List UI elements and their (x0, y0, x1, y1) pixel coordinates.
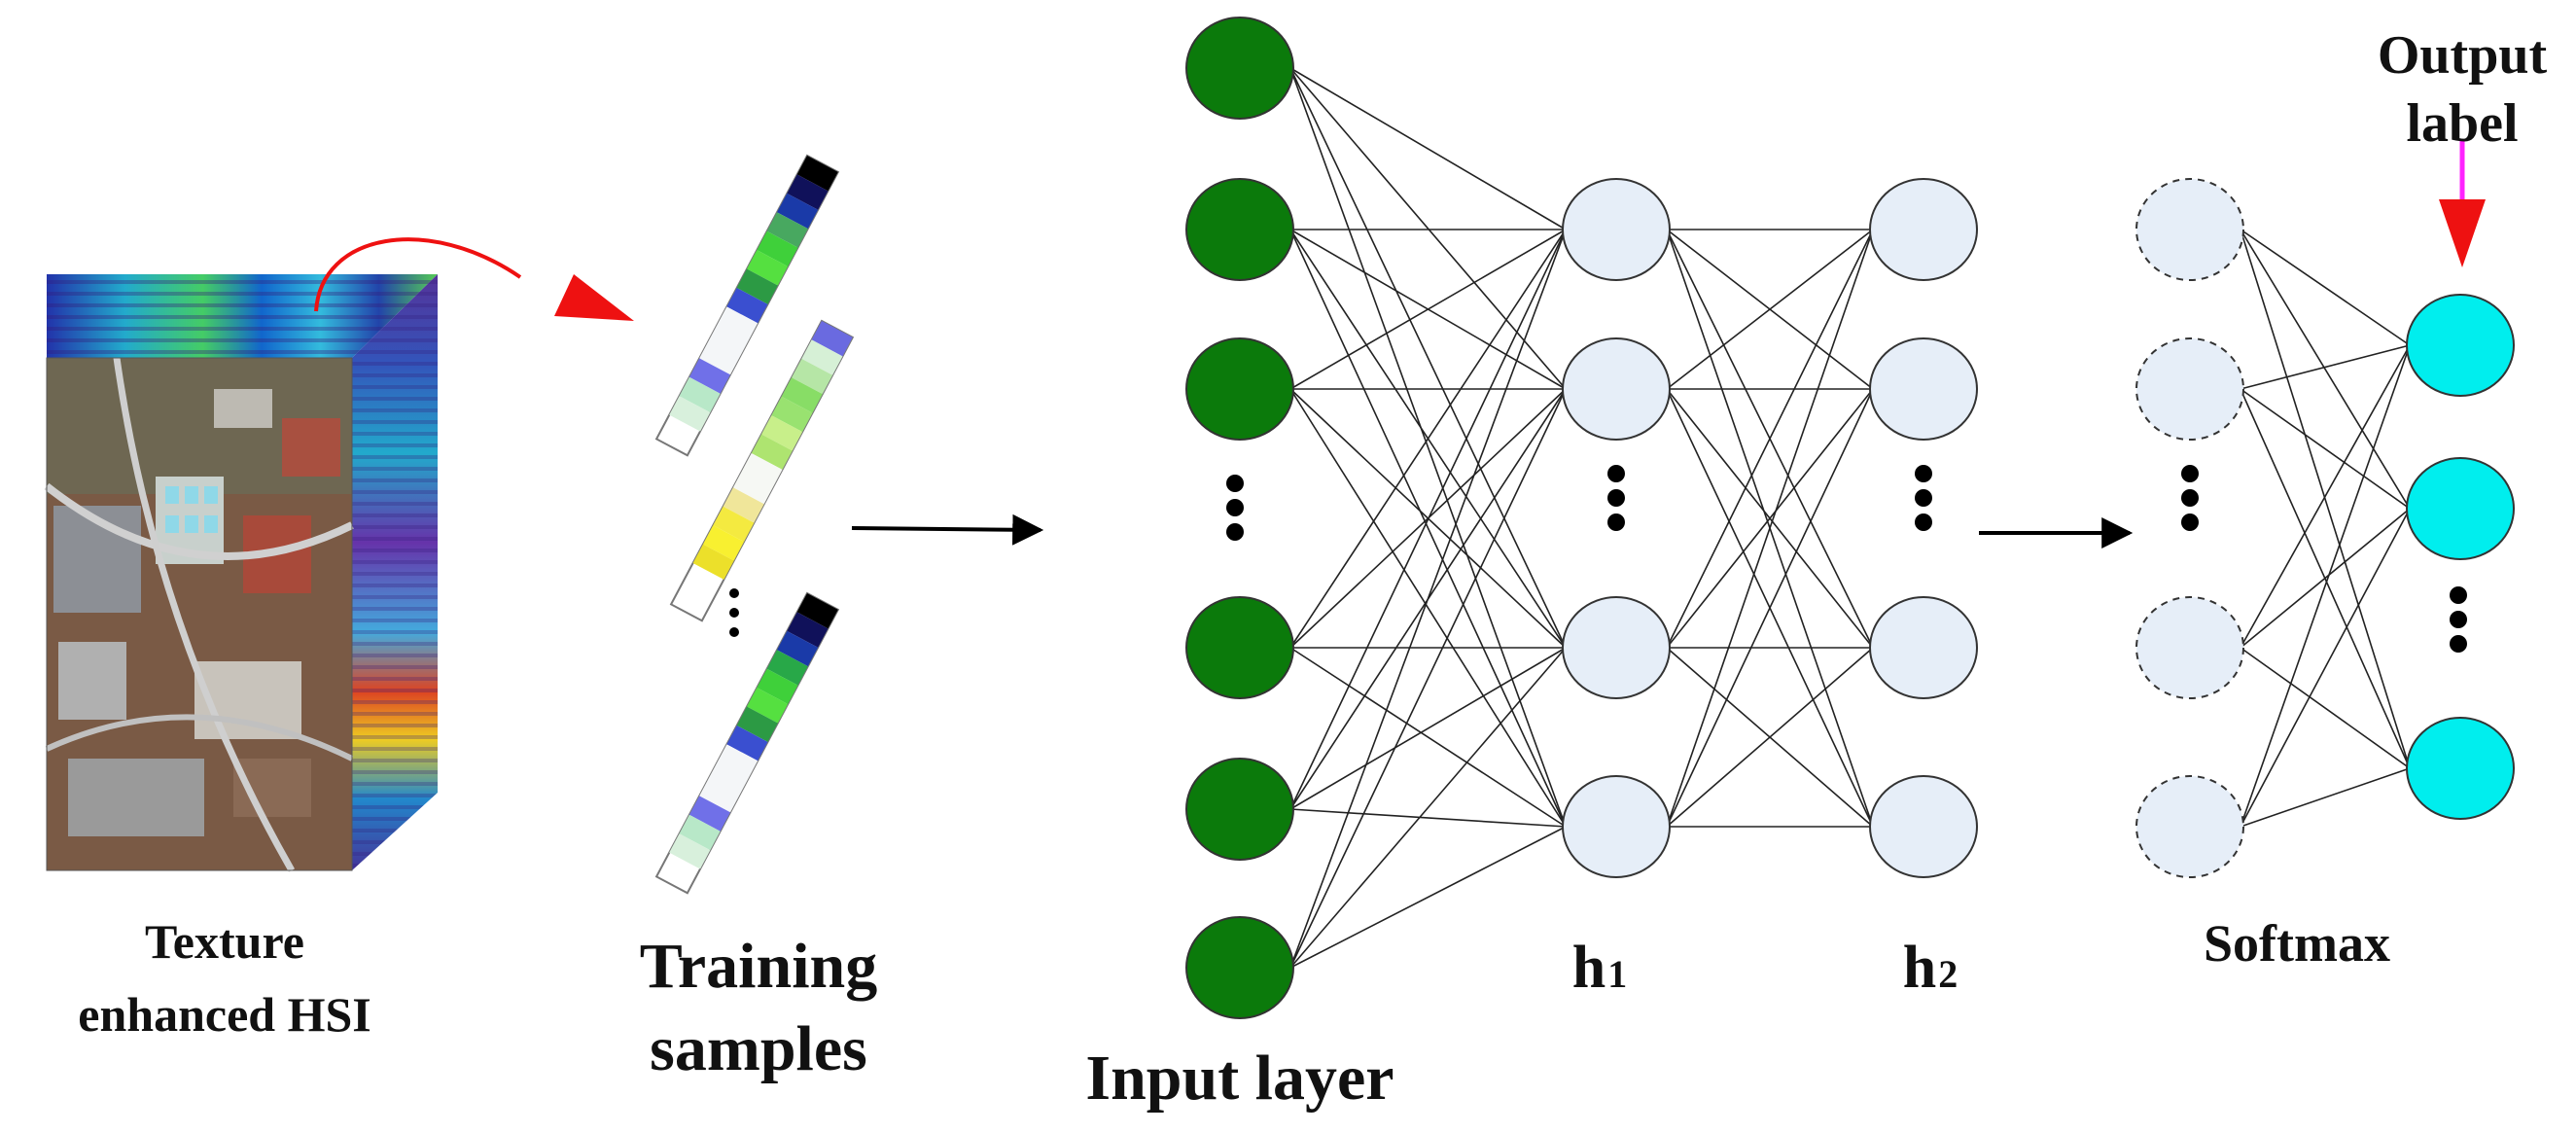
samples-label-line1: Training (640, 931, 878, 1002)
input-layer-label: Input layer (1085, 1043, 1394, 1114)
ellipsis-dot (1226, 475, 1244, 492)
output-pointer-arrow (2439, 199, 2486, 267)
connection-edge (1289, 647, 1567, 969)
hsi-label-line1: Texture (145, 914, 304, 969)
connection-edge (1666, 229, 1874, 649)
output-node (2406, 294, 2515, 397)
h2-label-sub: 2 (1938, 952, 1958, 996)
ellipsis-dot (1915, 489, 1932, 507)
input-node (1185, 916, 1294, 1019)
hidden1-node (1562, 596, 1671, 699)
connection-edge (1289, 388, 1567, 828)
connection-edge (2240, 229, 2411, 346)
hidden1-node (1562, 337, 1671, 441)
input-node (1185, 178, 1294, 281)
connection-edge (1289, 229, 1567, 969)
input-node (1185, 758, 1294, 861)
input-node (1185, 337, 1294, 441)
flow-arrow-icon (851, 513, 1044, 546)
hsi-label-line2: enhanced HSI (78, 987, 371, 1042)
ellipsis-dots (1226, 465, 2467, 653)
connection-edge (1666, 388, 1874, 828)
connection-edge (2240, 229, 2411, 769)
ellipsis-dot (1915, 465, 1932, 482)
connection-edge (2240, 647, 2411, 769)
connection-edge (1289, 67, 1567, 230)
connection-edge (1666, 647, 1874, 828)
connection-edge (1289, 647, 1567, 828)
h2-label: h2 (1903, 935, 1958, 1001)
output-label-line1: Output (2378, 25, 2548, 86)
hidden2-node (1869, 775, 1978, 878)
softmax-node (2135, 178, 2244, 281)
h1-label-main: h (1572, 935, 1606, 1001)
ellipsis-dot (2450, 635, 2467, 653)
ellipsis-dot (1226, 499, 1244, 516)
connection-edge (1289, 229, 1567, 649)
softmax-node (2135, 775, 2244, 878)
ellipsis-dot (2450, 611, 2467, 628)
softmax-node (2135, 337, 2244, 441)
spectral-sample-strip-icon (654, 154, 855, 895)
connection-edge (1289, 67, 1567, 390)
hidden2-node (1869, 178, 1978, 281)
output-node (2406, 717, 2515, 820)
connection-edge (2240, 508, 2411, 828)
hidden2-node (1869, 337, 1978, 441)
input-node (1185, 596, 1294, 699)
samples-label-line2: samples (650, 1013, 867, 1084)
hidden2-node (1869, 596, 1978, 699)
connection-edge (2240, 344, 2411, 390)
output-node (2406, 457, 2515, 560)
softmax-node (2135, 596, 2244, 699)
connection-edge (1666, 388, 1874, 649)
output-label-line2: label (2406, 93, 2518, 154)
hidden1-node (1562, 775, 1671, 878)
h2-label-main: h (1903, 935, 1936, 1001)
ellipsis-dot (2181, 513, 2199, 531)
network-edges (1289, 67, 2411, 969)
hsi-cube-icon (44, 274, 438, 872)
connection-edge (1289, 67, 1567, 649)
connection-edge (1289, 229, 1567, 390)
hidden1-node (1562, 178, 1671, 281)
connection-edge (2240, 229, 2411, 510)
ellipsis-dot (2181, 465, 2199, 482)
connection-edge (1289, 229, 1567, 828)
input-node (1185, 17, 1294, 120)
curved-arrow-icon (314, 237, 522, 312)
connection-edge (2240, 508, 2411, 649)
connection-edge (1289, 67, 1567, 828)
softmax-label: Softmax (2204, 914, 2390, 973)
ellipsis-dot (1226, 523, 1244, 541)
connection-edge (2240, 344, 2411, 828)
connection-edge (1666, 229, 1874, 390)
connection-edge (1289, 826, 1567, 969)
h1-label: h1 (1572, 935, 1627, 1001)
ellipsis-dot (2450, 586, 2467, 604)
ellipsis-dot (1607, 513, 1625, 531)
ellipsis-dot (2181, 489, 2199, 507)
connection-edge (1289, 388, 1567, 969)
connection-edge (1289, 808, 1567, 828)
connection-edge (2240, 388, 2411, 510)
connection-edge (1666, 229, 1874, 828)
connection-edge (2240, 767, 2411, 828)
connection-edge (2240, 344, 2411, 649)
ellipsis-dot (1607, 465, 1625, 482)
ellipsis-dot (1915, 513, 1932, 531)
h1-label-sub: 1 (1607, 952, 1627, 996)
connection-edge (1289, 229, 1567, 810)
network-nodes (1185, 17, 2515, 1019)
ellipsis-dot (1607, 489, 1625, 507)
connection-edge (1289, 647, 1567, 810)
